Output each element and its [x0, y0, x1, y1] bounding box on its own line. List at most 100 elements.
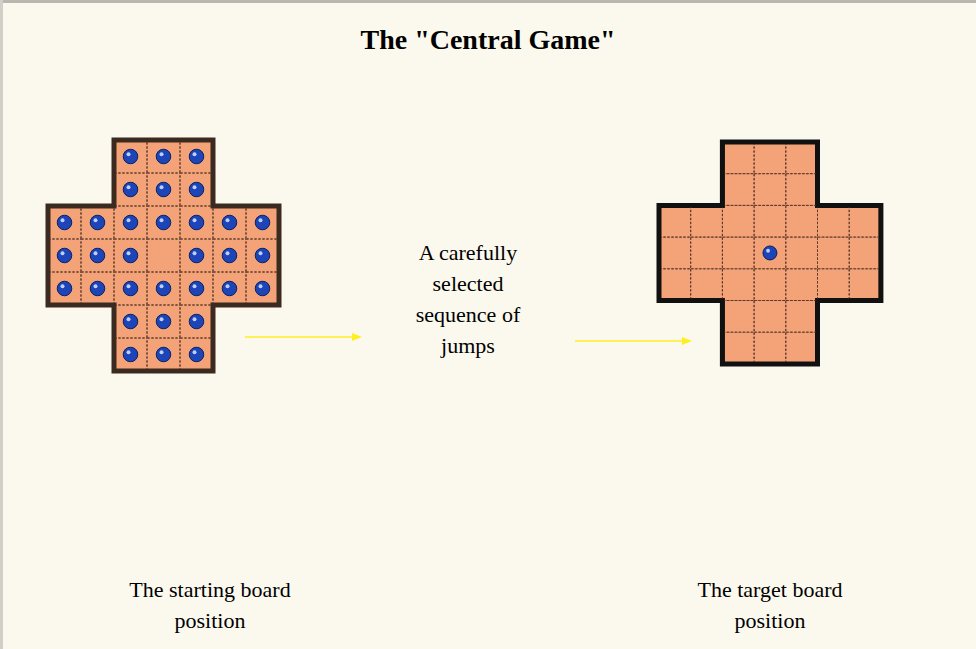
peg — [90, 281, 105, 296]
peg — [156, 314, 171, 329]
board-hole — [849, 205, 881, 237]
board-hole — [114, 206, 147, 239]
board-hole — [147, 206, 180, 239]
board-hole — [48, 272, 81, 305]
yellow-arrow — [245, 333, 362, 341]
board-outline — [659, 142, 881, 364]
board-hole — [114, 338, 147, 371]
board-hole — [180, 206, 213, 239]
board-outline — [48, 140, 279, 371]
board-hole — [180, 140, 213, 173]
board-hole — [180, 305, 213, 338]
board-hole — [246, 272, 279, 305]
board-hole — [722, 301, 754, 333]
board-hole — [786, 174, 818, 206]
solitaire-board — [48, 140, 279, 371]
peg — [90, 215, 105, 230]
peg — [123, 182, 138, 197]
peg — [123, 149, 138, 164]
peg — [222, 281, 237, 296]
board-hole — [786, 142, 818, 174]
board-hole — [48, 239, 81, 272]
peg — [156, 281, 171, 296]
solitaire-board — [659, 142, 881, 364]
peg — [90, 248, 105, 263]
board-hole — [722, 237, 754, 269]
peg — [57, 281, 72, 296]
board-hole — [213, 272, 246, 305]
board-hole — [691, 237, 723, 269]
yellow-arrow — [575, 337, 692, 345]
peg — [189, 248, 204, 263]
peg — [222, 215, 237, 230]
peg — [156, 347, 171, 362]
board-hole — [147, 173, 180, 206]
board-hole — [147, 338, 180, 371]
board-hole — [754, 142, 786, 174]
peg — [123, 281, 138, 296]
board-hole — [754, 174, 786, 206]
board-hole — [691, 205, 723, 237]
board-hole — [754, 301, 786, 333]
board-hole — [180, 239, 213, 272]
peg — [123, 248, 138, 263]
peg — [189, 149, 204, 164]
board-hole — [722, 332, 754, 364]
peg — [57, 248, 72, 263]
peg — [255, 281, 270, 296]
board-hole — [147, 305, 180, 338]
board-hole — [147, 239, 180, 272]
board-hole — [786, 269, 818, 301]
board-hole — [722, 269, 754, 301]
board-hole — [786, 301, 818, 333]
board-hole — [754, 269, 786, 301]
peg — [255, 215, 270, 230]
board-hole — [114, 272, 147, 305]
title: The "Central Game" — [188, 24, 788, 56]
board-hole — [180, 173, 213, 206]
board-hole — [849, 269, 881, 301]
board-hole — [722, 174, 754, 206]
peg — [123, 215, 138, 230]
board-hole — [849, 237, 881, 269]
board-hole — [659, 269, 691, 301]
board-hole — [81, 272, 114, 305]
board-hole — [691, 269, 723, 301]
board-hole — [114, 173, 147, 206]
board-hole — [786, 332, 818, 364]
peg — [763, 246, 777, 260]
board-hole — [48, 206, 81, 239]
board-hole — [213, 206, 246, 239]
board-hole — [786, 205, 818, 237]
peg — [189, 182, 204, 197]
board-hole — [659, 237, 691, 269]
board-hole — [180, 272, 213, 305]
peg — [156, 149, 171, 164]
board-hole — [818, 237, 850, 269]
peg — [156, 215, 171, 230]
peg — [123, 347, 138, 362]
board-hole — [659, 205, 691, 237]
board-hole — [147, 140, 180, 173]
peg — [255, 248, 270, 263]
board-hole — [818, 205, 850, 237]
board-hole — [722, 142, 754, 174]
peg — [189, 347, 204, 362]
board-hole — [786, 237, 818, 269]
board-hole — [147, 272, 180, 305]
process-note: A carefully selected sequence of jumps — [393, 237, 543, 361]
board-caption: The starting board position — [125, 574, 295, 636]
board-hole — [246, 239, 279, 272]
board-hole — [180, 338, 213, 371]
board-hole — [114, 305, 147, 338]
board-hole — [722, 205, 754, 237]
board-hole — [818, 269, 850, 301]
board-hole — [114, 239, 147, 272]
peg — [189, 215, 204, 230]
peg — [57, 215, 72, 230]
board-hole — [213, 239, 246, 272]
board-hole — [81, 239, 114, 272]
board-hole — [754, 205, 786, 237]
peg — [123, 314, 138, 329]
board-hole — [246, 206, 279, 239]
